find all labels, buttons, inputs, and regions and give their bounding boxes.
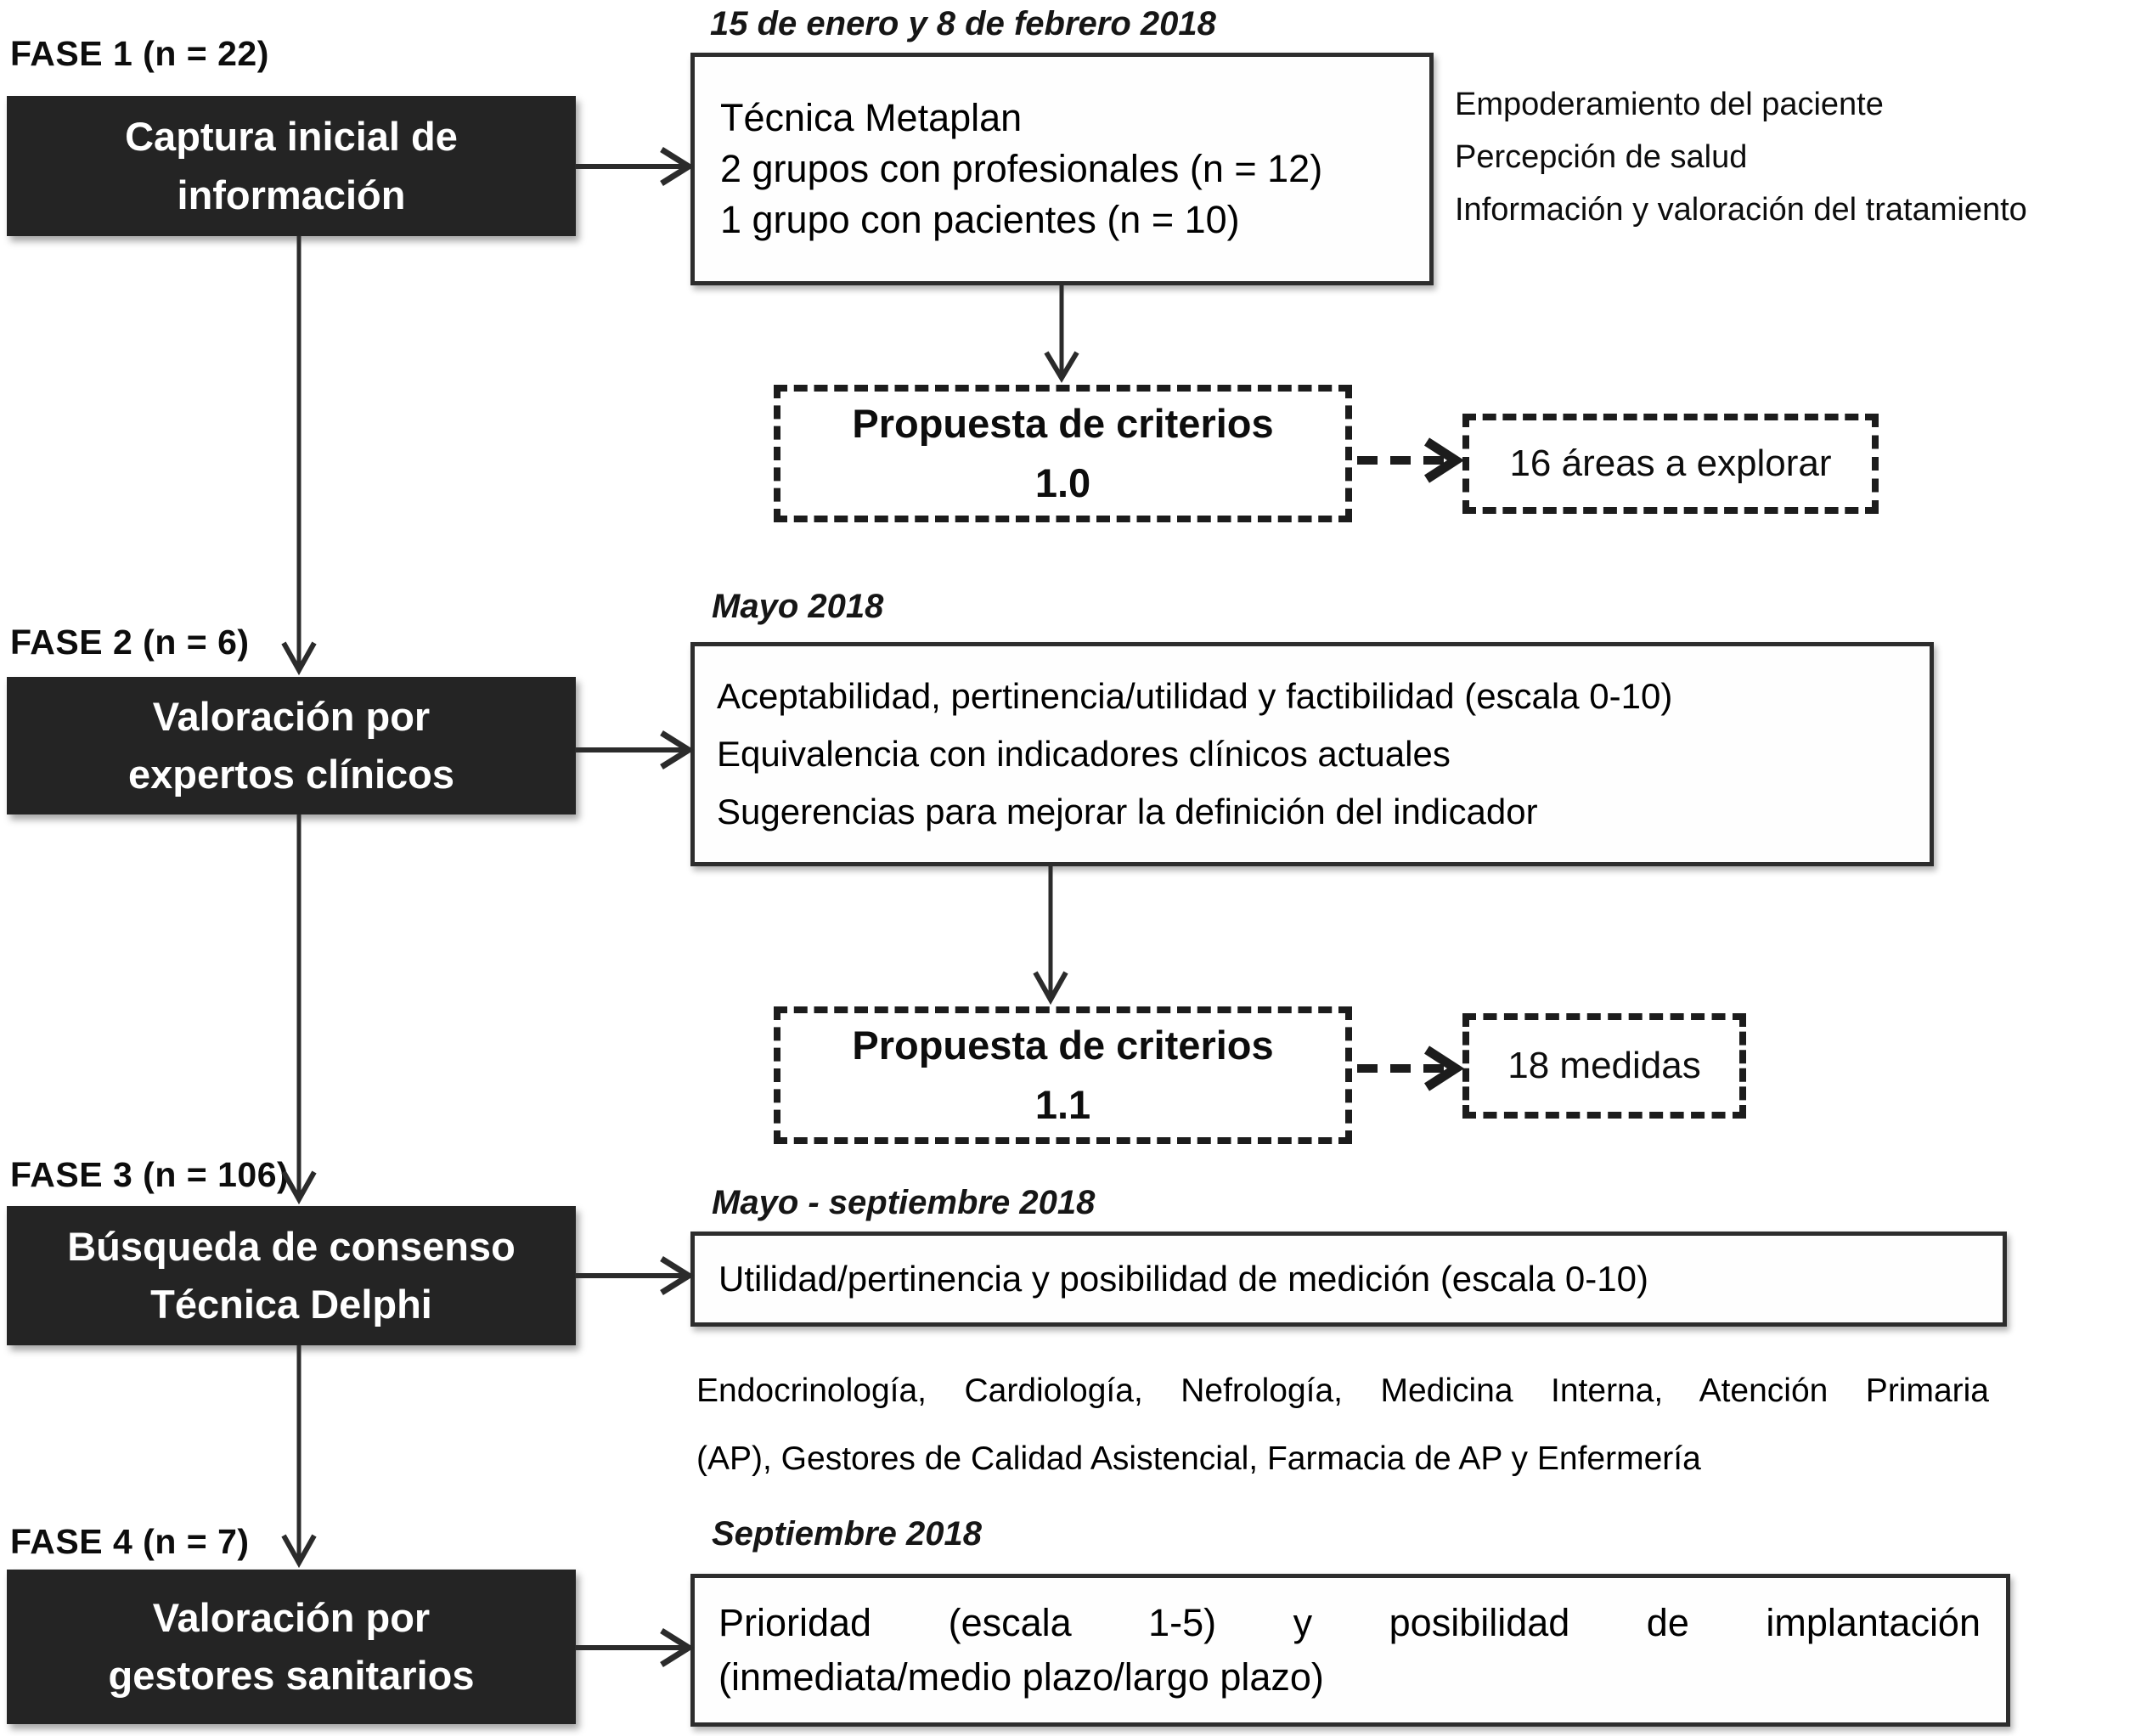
fase1-stage-line2: información [177,172,406,217]
fase4-stage-line2: gestores sanitarios [108,1653,475,1698]
side-note-3: Información y valoración del tratamiento [1455,192,2027,228]
fase1-stage-box: Captura inicial de información [7,96,576,236]
fase2-detail-line2: Equivalencia con indicadores clínicos ac… [717,733,1451,774]
fase2-stage-line2: expertos clínicos [128,752,454,797]
outcome-18-medidas-box: 18 medidas [1462,1013,1746,1119]
fase3-date: Mayo - septiembre 2018 [712,1184,1096,1221]
fase1-label: FASE 1 (n = 22) [10,34,269,73]
arrow-fase3-to-fase4 [281,1345,317,1569]
fase1-date: 15 de enero y 8 de febrero 2018 [710,5,1216,42]
fase4-label: FASE 4 (n = 7) [10,1522,250,1561]
proposal-1-0-version: 1.0 [1034,460,1091,505]
outcome-16-areas-text: 16 áreas a explorar [1509,442,1832,484]
proposal-1-1-title: Propuesta de criterios [852,1022,1274,1068]
fase1-detail-line2: 2 grupos con profesionales (n = 12) [720,147,1323,191]
arrow-detail1-to-proposal-1-0 [1044,285,1079,383]
fase2-detail-line1: Aceptabilidad, pertinencia/utilidad y fa… [717,675,1673,716]
arrow-detail2-to-proposal-1-1 [1033,866,1068,1006]
arrow-fase2-to-fase3 [281,814,317,1205]
specialties-line2: (AP), Gestores de Calidad Asistencial, F… [696,1440,1701,1477]
fase3-label: FASE 3 (n = 106) [10,1155,290,1194]
fase3-stage-line2: Técnica Delphi [150,1282,432,1327]
fase2-stage-box: Valoración por expertos clínicos [7,677,576,814]
fase1-detail-line3: 1 grupo con pacientes (n = 10) [720,197,1240,241]
fase4-detail-line1: Prioridad (escala 1-5) y posibilidad de … [718,1601,1981,1645]
fase1-detail-line1: Técnica Metaplan [720,96,1023,140]
fase2-stage-line1: Valoración por [152,693,431,739]
side-note-1: Empoderamiento del paciente [1455,87,1884,122]
arrow-fase4-stage-to-detail [575,1628,695,1667]
fase1-detail-box: Técnica Metaplan 2 grupos con profesiona… [690,53,1434,285]
dashed-arrow-proposal-1-0-to-outcome [1357,437,1465,483]
proposal-1-1-box: Propuesta de criterios 1.1 [774,1006,1352,1144]
arrow-fase1-to-fase2 [281,236,317,676]
fase2-date: Mayo 2018 [712,588,884,625]
side-note-2: Percepción de salud [1455,139,1748,175]
fase1-stage-line1: Captura inicial de [125,114,458,160]
fase4-stage-line1: Valoración por [152,1594,431,1640]
fase2-label: FASE 2 (n = 6) [10,623,250,662]
arrow-fase1-stage-to-detail [575,147,695,186]
fase1-side-notes: Empoderamiento del paciente Percepción d… [1455,78,2027,236]
proposal-1-0-title: Propuesta de criterios [852,400,1274,446]
outcome-18-medidas-text: 18 medidas [1507,1045,1701,1086]
fase4-stage-box: Valoración por gestores sanitarios [7,1570,576,1724]
fase2-detail-line3: Sugerencias para mejorar la definición d… [717,792,1538,832]
fase4-date: Septiembre 2018 [712,1515,982,1553]
dashed-arrow-proposal-1-1-to-outcome [1357,1046,1465,1091]
fase3-stage-line1: Búsqueda de consenso [67,1223,516,1269]
fase4-detail-box: Prioridad (escala 1-5) y posibilidad de … [690,1574,2010,1727]
fase2-detail-box: Aceptabilidad, pertinencia/utilidad y fa… [690,642,1934,866]
fase3-specialties: Endocrinología, Cardiología, Nefrología,… [696,1357,1989,1493]
specialties-line1: Endocrinología, Cardiología, Nefrología,… [696,1372,1989,1409]
fase3-detail-box: Utilidad/pertinencia y posibilidad de me… [690,1232,2007,1327]
fase3-stage-box: Búsqueda de consenso Técnica Delphi [7,1206,576,1345]
proposal-1-1-version: 1.1 [1034,1082,1091,1127]
arrow-fase3-stage-to-detail [575,1256,695,1295]
outcome-16-areas-box: 16 áreas a explorar [1462,414,1879,514]
fase4-detail-line2: (inmediata/medio plazo/largo plazo) [718,1655,1324,1699]
fase3-detail-line1: Utilidad/pertinencia y posibilidad de me… [718,1258,1648,1299]
proposal-1-0-box: Propuesta de criterios 1.0 [774,385,1352,522]
arrow-fase2-stage-to-detail [575,730,695,769]
